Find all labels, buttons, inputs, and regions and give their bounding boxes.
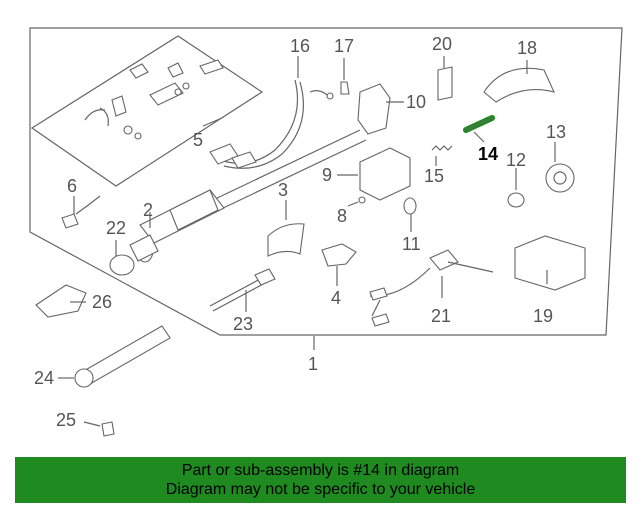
callout-19: 19 [533,306,553,326]
callout-4: 4 [331,288,341,308]
callout-26: 26 [92,292,112,312]
callout-21: 21 [431,306,451,326]
callout-8: 8 [337,206,347,226]
part-18-shape [483,67,555,103]
wiring-harness [209,79,334,169]
inset-parts [84,59,224,140]
callout-20: 20 [432,34,452,54]
steering-column [129,129,367,263]
assembly-outline [29,27,623,336]
callout-5: 5 [193,130,203,150]
part-8-shape [358,196,366,204]
callout-12: 12 [506,150,526,170]
part-22-shape [109,254,135,276]
inset-box [30,35,264,187]
callout-1: 1 [308,354,318,374]
part-10-shape [357,83,391,135]
part-20-shape [437,66,453,101]
info-banner: Part or sub-assembly is #14 in diagram D… [15,457,626,503]
part-3-shape [267,223,305,257]
part-24-shape [81,325,171,385]
part-26-shape [35,284,87,318]
callout-16: 16 [290,36,310,56]
callout-25: 25 [56,410,76,430]
part-15-shape [431,145,453,151]
part-12-shape [507,192,525,208]
callout-23: 23 [233,314,253,334]
callout-18: 18 [517,38,537,58]
callout-3: 3 [278,180,288,200]
part-4-shape [321,243,357,267]
parts-diagram: 16 17 20 18 10 5 14 13 12 15 9 6 3 2 8 2… [29,27,623,437]
callout-6: 6 [67,176,77,196]
part-11-shape [403,197,417,215]
callout-14: 14 [478,144,498,164]
banner-line-2: Diagram may not be specific to your vehi… [165,481,476,498]
callout-9: 9 [322,165,332,185]
part-21-shape [429,249,459,271]
callout-24: 24 [34,368,54,388]
callout-17: 17 [334,36,354,56]
part-19-shape [514,235,586,291]
part-9-shape [359,147,411,201]
part-14-outline [465,117,493,131]
part-13-shape [545,163,575,193]
part-17-shape [340,81,350,95]
banner-line-1: Part or sub-assembly is #14 in diagram [181,462,460,479]
part-25-shape [101,421,115,437]
callout-13: 13 [546,122,566,142]
callout-22: 22 [106,218,126,238]
leader-lines [58,56,556,427]
callout-2: 2 [143,200,153,220]
callout-10: 10 [406,92,426,112]
callout-15: 15 [424,166,444,186]
part-23-shape [209,277,266,312]
callout-11: 11 [402,234,421,254]
part-6-shape [61,213,79,229]
